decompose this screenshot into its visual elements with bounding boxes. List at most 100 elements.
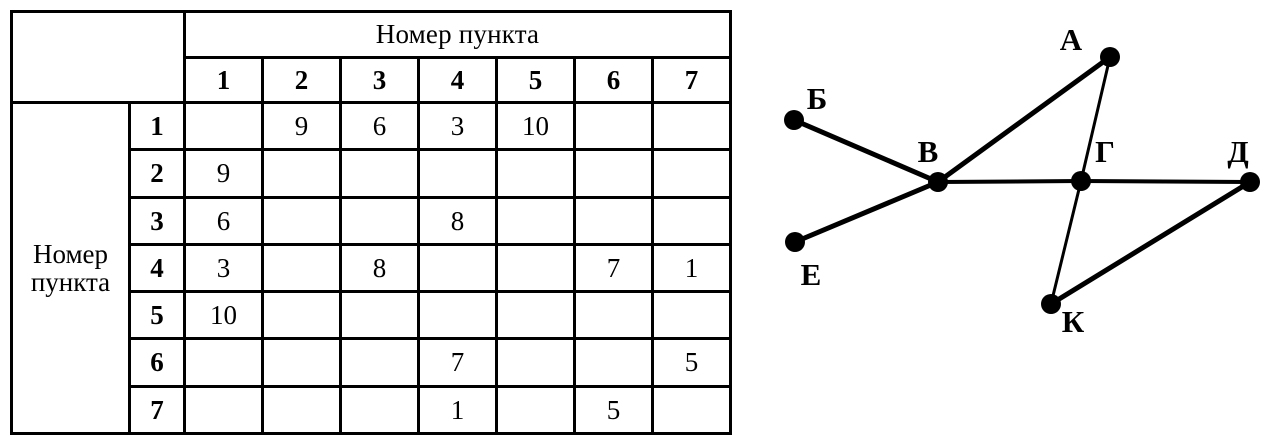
cell-7-5	[495, 384, 576, 436]
row-header-3: 3	[128, 195, 186, 246]
row-header-5: 5	[128, 290, 186, 341]
graph-node-Д	[1240, 172, 1260, 192]
table-row: 4 3 8 7 1	[12, 242, 733, 294]
cell-7-2	[261, 384, 342, 436]
cell-1-1	[183, 100, 264, 152]
cell-5-2	[261, 290, 342, 341]
cell-1-2: 9	[261, 100, 342, 152]
table-corner-blank	[10, 10, 186, 104]
cell-7-7	[650, 384, 733, 436]
cell-6-6	[573, 337, 654, 388]
cell-5-4	[417, 290, 498, 341]
cell-6-5	[495, 337, 576, 388]
cell-6-4: 7	[417, 337, 498, 388]
column-header-1: 1	[183, 56, 264, 104]
cell-2-5	[495, 148, 576, 199]
graph-edge-В-А	[935, 54, 1113, 185]
graph-node-А	[1100, 47, 1120, 67]
graph-node-label-В: В	[918, 134, 939, 169]
cell-6-7: 5	[650, 337, 733, 388]
cell-3-5	[495, 195, 576, 246]
cell-2-3	[339, 148, 420, 199]
row-header-6: 6	[128, 337, 186, 388]
cell-7-1	[183, 384, 264, 436]
row-group-title-line2: пункта	[30, 267, 111, 298]
cell-6-1	[183, 337, 264, 388]
graph-node-label-Г: Г	[1095, 134, 1115, 169]
column-header-5: 5	[495, 56, 576, 104]
column-header-7: 7	[650, 56, 733, 104]
graph-edge-Б-В	[791, 117, 941, 185]
cell-3-2	[261, 195, 342, 246]
cell-5-7	[650, 290, 733, 341]
cell-3-7	[650, 195, 733, 246]
graph-edge-К-Д	[1048, 179, 1253, 307]
cell-1-4: 3	[417, 100, 498, 152]
column-header-3: 3	[339, 56, 420, 104]
graph-edge-Г-Д	[1079, 179, 1252, 184]
cell-3-4: 8	[417, 195, 498, 246]
cell-1-7	[650, 100, 733, 152]
column-header-4: 4	[417, 56, 498, 104]
cell-7-6: 5	[573, 384, 654, 436]
cell-4-3: 8	[339, 242, 420, 294]
cell-4-4	[417, 242, 498, 294]
row-header-2: 2	[128, 148, 186, 199]
cell-4-7: 1	[650, 242, 733, 294]
table-row: 3 6 8	[12, 195, 733, 246]
graph-node-Е	[785, 232, 805, 252]
cell-6-2	[261, 337, 342, 388]
graph-labels-layer: А Б В Г Д Е К	[801, 22, 1249, 339]
cell-2-2	[261, 148, 342, 199]
cell-5-1: 10	[183, 290, 264, 341]
row-header-4: 4	[128, 242, 186, 294]
table-row: 5 10	[12, 290, 733, 341]
cell-5-3	[339, 290, 420, 341]
column-group-title: Номер пункта	[182, 10, 733, 59]
cell-7-3	[339, 384, 420, 436]
graph-diagram: А Б В Г Д Е К	[784, 22, 1260, 339]
cell-2-7	[650, 148, 733, 199]
cell-5-5	[495, 290, 576, 341]
graph-node-label-Е: Е	[801, 257, 822, 292]
graph-node-В	[928, 172, 948, 192]
graph-node-label-А: А	[1060, 22, 1083, 57]
graph-node-К	[1041, 294, 1061, 314]
cell-3-3	[339, 195, 420, 246]
graph-edge-Е-В	[792, 179, 941, 245]
cell-4-1: 3	[183, 242, 264, 294]
row-header-1: 1	[128, 100, 186, 152]
row-group-title-line1: Номер	[32, 238, 109, 269]
graph-edge-Г-К	[1049, 179, 1083, 306]
graph-edges-layer	[791, 54, 1253, 307]
column-header-6: 6	[573, 56, 654, 104]
cell-1-6	[573, 100, 654, 152]
cell-7-4: 1	[417, 384, 498, 436]
table-header-group-row: Номер пункта	[10, 10, 733, 104]
graph-node-label-К: К	[1062, 304, 1085, 339]
graph-node-label-Б: Б	[807, 81, 828, 116]
table-row: 2 9	[12, 148, 733, 199]
graph-diagram-container: А Б В Г Д Е К	[760, 0, 1276, 442]
cell-2-4	[417, 148, 498, 199]
cell-1-3: 6	[339, 100, 420, 152]
graph-node-label-Д: Д	[1227, 134, 1248, 169]
graph-node-Г	[1071, 171, 1091, 191]
graph-edge-А-Г	[1079, 55, 1112, 183]
graph-edge-В-Г	[936, 179, 1083, 184]
table-row: 7 1 5	[12, 384, 733, 436]
column-header-2: 2	[261, 56, 342, 104]
cell-4-5	[495, 242, 576, 294]
cell-1-5: 10	[495, 100, 576, 152]
cell-3-1: 6	[183, 195, 264, 246]
row-header-7: 7	[128, 384, 186, 436]
table-column-header-row: 1 2 3 4 5 6 7	[12, 56, 733, 104]
cell-5-6	[573, 290, 654, 341]
cell-6-3	[339, 337, 420, 388]
cell-3-6	[573, 195, 654, 246]
cell-2-1: 9	[183, 148, 264, 199]
